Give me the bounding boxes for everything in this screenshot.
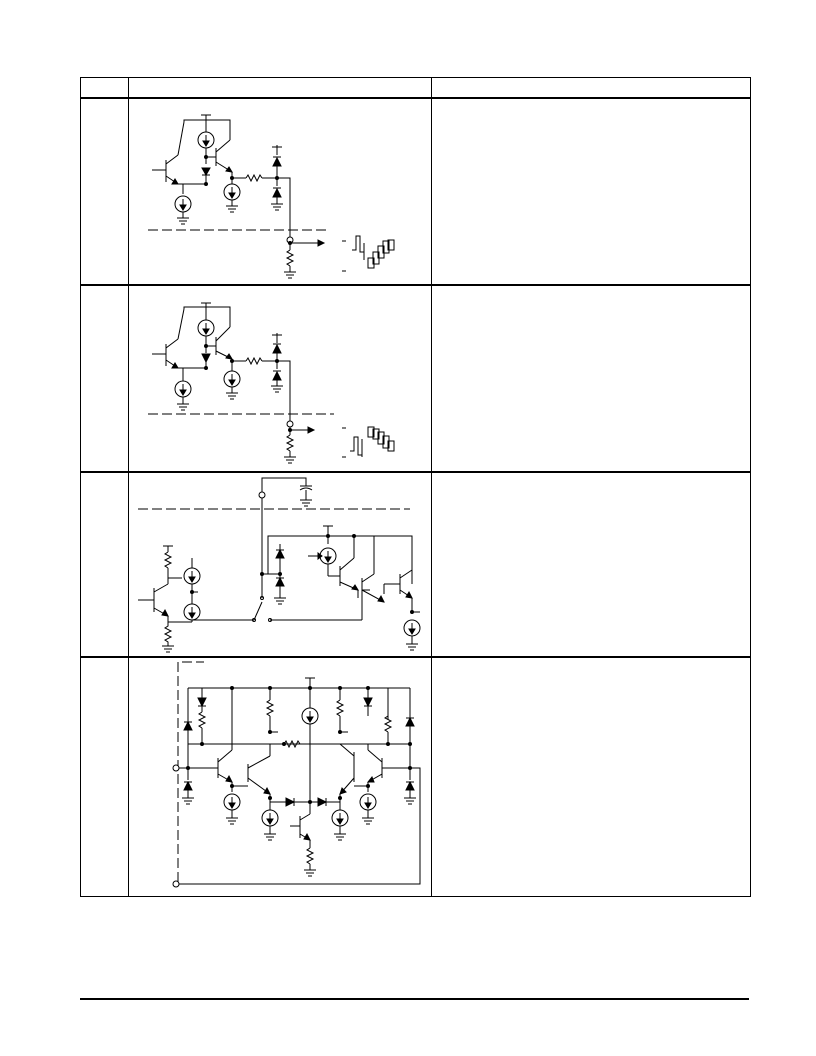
- row-label: [83, 476, 127, 654]
- row-divider: [81, 471, 750, 473]
- output-stage-schematic-icon: [130, 287, 430, 472]
- comparison-table: [80, 77, 751, 897]
- row-description: [437, 289, 747, 469]
- column-divider: [431, 78, 432, 896]
- row-divider: [81, 284, 750, 286]
- row-label: [83, 661, 127, 894]
- row-label: [83, 289, 127, 469]
- row-divider: [81, 656, 750, 658]
- row-label: [83, 102, 127, 282]
- row-description: [437, 661, 747, 894]
- row-description: [437, 102, 747, 282]
- rising-staircase-waveform-icon: [342, 236, 394, 271]
- differential-input-schematic-icon: [130, 658, 430, 894]
- output-stage-schematic-icon: [130, 100, 430, 285]
- column-divider: [128, 78, 129, 896]
- sample-hold-schematic-icon: [130, 474, 430, 656]
- header-cell-2: [130, 78, 432, 98]
- falling-staircase-waveform-icon: [342, 427, 394, 457]
- footer-rule: [80, 998, 749, 1000]
- row-description: [437, 476, 747, 654]
- header-cell-1: [81, 78, 129, 98]
- header-divider: [81, 97, 750, 99]
- header-cell-3: [433, 78, 751, 98]
